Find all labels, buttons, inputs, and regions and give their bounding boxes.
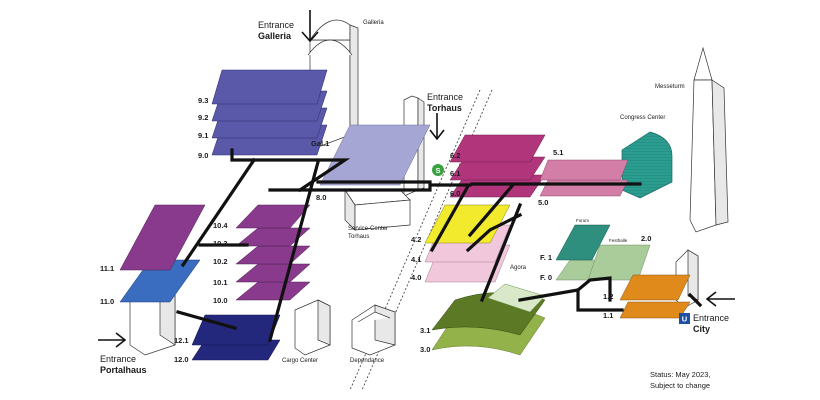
level-label: 4.2	[411, 235, 421, 244]
cargo-center-label: Cargo Center	[282, 358, 318, 364]
dependance-label: Dependance	[350, 358, 385, 364]
level-label: 10.0	[213, 296, 228, 305]
galleria-entrance-arrow	[301, 10, 319, 43]
hall-5[interactable]	[539, 159, 629, 197]
level-label: 9.1	[198, 131, 208, 140]
level-label: 6.0	[450, 189, 460, 198]
level-label: 12.1	[174, 336, 189, 345]
level-label: 6.2	[450, 151, 460, 160]
level-label: 10.2	[213, 257, 228, 266]
level-label: F. 0	[540, 273, 552, 282]
cargo-center-building	[294, 299, 331, 356]
level-label: 9.2	[198, 113, 208, 122]
level-label: 3.0	[420, 345, 430, 354]
level-label: 1.1	[603, 311, 613, 320]
galleria-entrance-label: Entrance	[258, 20, 294, 30]
galleria-entrance-name: Galleria	[258, 31, 292, 41]
level-label: 6.1	[450, 169, 460, 178]
walkway-network	[176, 148, 703, 342]
level-label: 9.3	[198, 96, 208, 105]
forum-label: Forum	[576, 218, 589, 223]
service-center-building	[344, 188, 411, 231]
level-label: 4.1	[411, 255, 421, 264]
level-label: 10.4	[213, 221, 228, 230]
level-label: 4.0	[411, 273, 421, 282]
city-entrance-name: City	[693, 324, 710, 334]
hall-3[interactable]	[431, 283, 546, 356]
hall-9[interactable]	[211, 69, 328, 156]
svg-text:S: S	[435, 166, 440, 175]
level-label: 9.0	[198, 151, 208, 160]
level-label: 10.1	[213, 278, 228, 287]
hall-12[interactable]	[191, 314, 281, 361]
galleria-label: Galleria	[363, 20, 384, 26]
level-label: 8.0	[316, 193, 326, 202]
level-label: 11.0	[100, 297, 114, 306]
u-bahn-icon: U	[679, 313, 690, 324]
level-label: 12.0	[174, 355, 189, 364]
portalhaus-entrance-name: Portalhaus	[100, 365, 147, 375]
city-entrance-arrow	[705, 291, 735, 307]
agora-label: Agora	[510, 265, 527, 271]
level-label: Gal.1	[311, 139, 329, 148]
festhalle-hall[interactable]	[587, 244, 651, 281]
hall-8[interactable]	[319, 124, 431, 186]
level-label: F. 1	[540, 253, 552, 262]
messeturm-tower	[689, 46, 729, 233]
torhaus-entrance-name: Torhaus	[427, 103, 462, 113]
service-center-label: Service-Center	[348, 226, 388, 232]
hall-1[interactable]	[619, 274, 691, 319]
hall-11[interactable]	[119, 204, 206, 303]
hall-4[interactable]	[424, 204, 511, 283]
torhaus-entrance-label: Entrance	[427, 92, 463, 102]
festhalle-label: Festhalle	[609, 238, 628, 243]
level-label: 1.2	[603, 292, 613, 301]
portalhaus-entrance-label: Entrance	[100, 354, 136, 364]
level-label: 3.1	[420, 326, 430, 335]
congress-center-building	[621, 131, 673, 199]
level-label: 10.3	[213, 239, 228, 248]
hall-6[interactable]	[449, 134, 546, 198]
dependance-building	[351, 304, 396, 356]
s-bahn-icon: S	[432, 164, 444, 176]
portalhaus-entrance-arrow	[98, 332, 127, 348]
level-label: 5.0	[538, 198, 548, 207]
level-label: 2.0	[641, 234, 651, 243]
svg-text:U: U	[682, 315, 687, 324]
level-label: 5.1	[553, 148, 563, 157]
level-label: 11.1	[100, 264, 114, 273]
city-entrance-label: Entrance	[693, 313, 729, 323]
hall-10[interactable]	[235, 204, 311, 301]
status-note: Status: May 2023,	[650, 370, 710, 379]
service-center-sublabel: Torhaus	[348, 234, 369, 240]
status-note-sub: Subject to change	[650, 381, 710, 390]
messeturm-label: Messeturm	[655, 84, 685, 90]
torhaus-entrance-arrow	[429, 113, 445, 141]
congress-center-label: Congress Center	[620, 115, 665, 121]
